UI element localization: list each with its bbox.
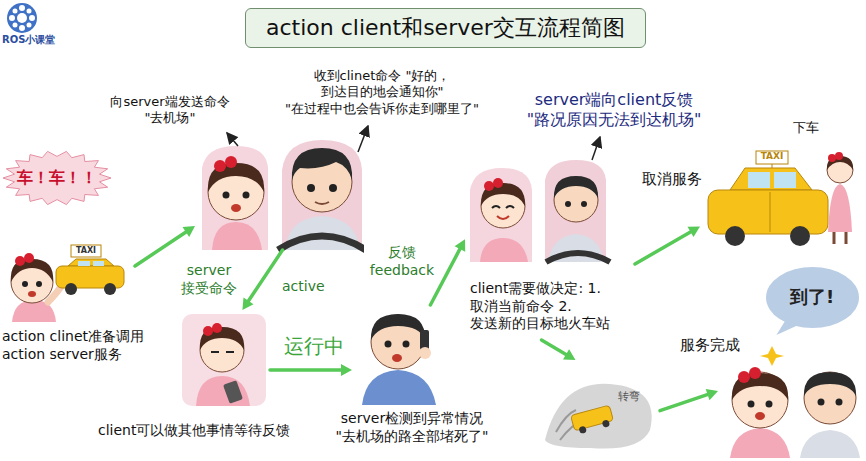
car-interior xyxy=(470,160,610,262)
taxi-sign: TAXI xyxy=(756,151,788,162)
edge-label: active xyxy=(280,278,327,296)
comic-panel: server端向client反馈 "路况原因无法到达机场"client需要做决定… xyxy=(465,150,635,340)
arrow-line xyxy=(270,368,343,372)
step-note: server 接受命令 xyxy=(178,262,240,297)
flow-arrow xyxy=(635,226,700,264)
bubble-text: 车！车！！ xyxy=(17,168,97,188)
hailing-girl xyxy=(11,253,64,322)
caption-text: 收到clinet命令 "好的，到达目的地会通知你" "在过程中也会告诉你走到哪里… xyxy=(262,68,502,117)
caption-text: client可以做其他事情等待反馈 xyxy=(98,422,338,440)
arrow-head xyxy=(455,239,466,252)
title-text: action client和server交互流程简图 xyxy=(266,9,625,46)
caption-text: server端向client反馈 "路况原因无法到达机场" xyxy=(508,90,720,130)
waiting-girl xyxy=(182,314,266,406)
car-interior xyxy=(202,140,366,250)
spiky-shape xyxy=(3,151,111,204)
leader-line xyxy=(358,126,368,152)
comic-panel: client可以做其他事情等待反馈 xyxy=(178,310,270,410)
comic-panel: action clinet准备调用 action server服务车！车！！ xyxy=(0,140,135,320)
flow-arrow xyxy=(242,250,282,310)
arrow-head xyxy=(706,389,718,400)
taxi-sign: TAXI xyxy=(71,246,101,256)
arrow-head xyxy=(341,364,352,376)
comic-panel: 收到clinet命令 "好的，到达目的地会通知你" "在过程中也会告诉你走到哪里… xyxy=(195,130,370,250)
girl-getting-out xyxy=(827,152,853,244)
flow-arrow xyxy=(135,226,195,266)
caption-text: action clinet准备调用 action server服务 xyxy=(2,328,162,363)
callout-text: 下车 xyxy=(793,120,833,136)
arrival-scene xyxy=(730,346,860,458)
caption-text: client需要做决定: 1.取消当前命令 2.发送新的目标地火车站 xyxy=(470,280,638,333)
arrow-head xyxy=(242,298,253,311)
driver-on-phone xyxy=(362,314,436,405)
arrow-head xyxy=(563,349,576,360)
logo-icon xyxy=(7,3,37,33)
ellipse-shape xyxy=(766,267,859,328)
arrow-head xyxy=(688,226,701,237)
leader-line xyxy=(592,137,600,160)
arrow-line xyxy=(660,394,710,411)
flow-arrow xyxy=(542,340,576,360)
edge-label: 反馈 feedback xyxy=(364,244,440,279)
arrow-line xyxy=(635,231,692,264)
taxi xyxy=(708,151,828,246)
caption-text: 转弯 xyxy=(618,390,648,404)
callout-text: 向server端发送命令 "去机场" xyxy=(106,94,234,127)
arrow-line xyxy=(247,250,282,303)
comic-panel: 服务完成 xyxy=(718,355,862,458)
speech-bubble: 到了! xyxy=(765,266,860,336)
flow-arrow xyxy=(270,364,352,376)
taxi xyxy=(56,245,124,295)
flow-arrow xyxy=(660,389,718,411)
arrow-head xyxy=(183,226,196,237)
leader-line xyxy=(227,133,238,146)
comic-panel: 转弯 xyxy=(530,360,660,452)
arrow-line xyxy=(542,340,568,355)
bubble-text: 到了! xyxy=(790,286,834,309)
logo-text: ROS小课堂 xyxy=(2,34,64,47)
title-box: action client和server交互流程简图 xyxy=(245,8,646,48)
caption-text: server检测到异常情况 "去机场的路全部堵死了" xyxy=(322,410,502,445)
edge-label: 运行中 xyxy=(282,334,346,359)
speech-bubble: 车！车！！ xyxy=(2,150,112,206)
road-turn xyxy=(545,384,652,449)
caption-text: 服务完成 xyxy=(680,336,746,355)
caption-text: 取消服务 xyxy=(642,170,706,189)
arrow-line xyxy=(135,231,188,266)
comic-panel: server检测到异常情况 "去机场的路全部堵死了" xyxy=(352,305,450,405)
